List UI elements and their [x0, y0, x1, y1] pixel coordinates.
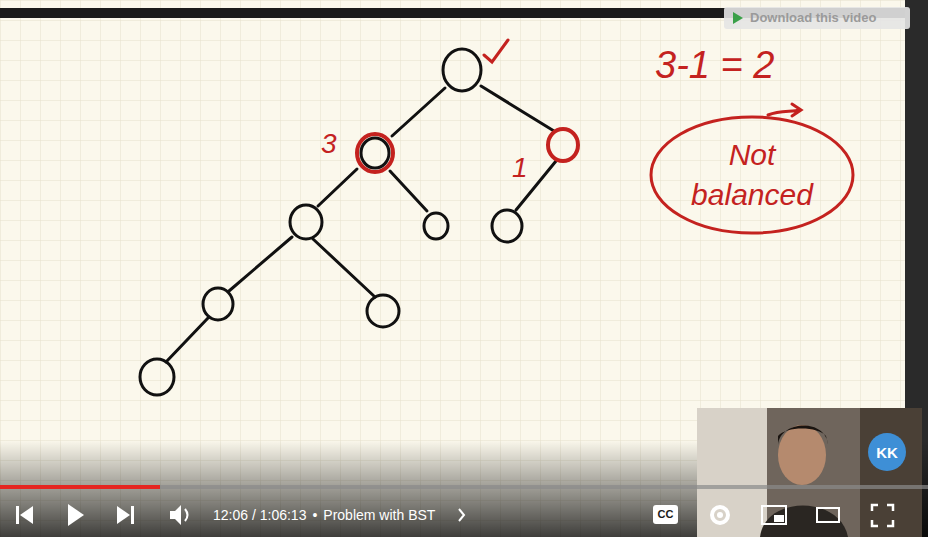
height-number: 3 — [321, 128, 337, 160]
formula-note: 3-1 = 2 — [655, 44, 774, 87]
watermark-text: Download this video — [750, 10, 876, 25]
callout-text: Not balanced — [682, 135, 822, 216]
chapter-title: Problem with BST — [323, 507, 435, 523]
time-display: 12:06 / 1:06:13 — [213, 507, 306, 523]
ellipse-outline — [648, 114, 856, 236]
height-number: 1 — [512, 152, 528, 184]
separator-dot: • — [312, 507, 317, 523]
channel-logo-text: KK — [876, 444, 898, 461]
cc-button-text: CC — [658, 508, 674, 520]
callout-ellipse: Not balanced — [648, 114, 856, 236]
